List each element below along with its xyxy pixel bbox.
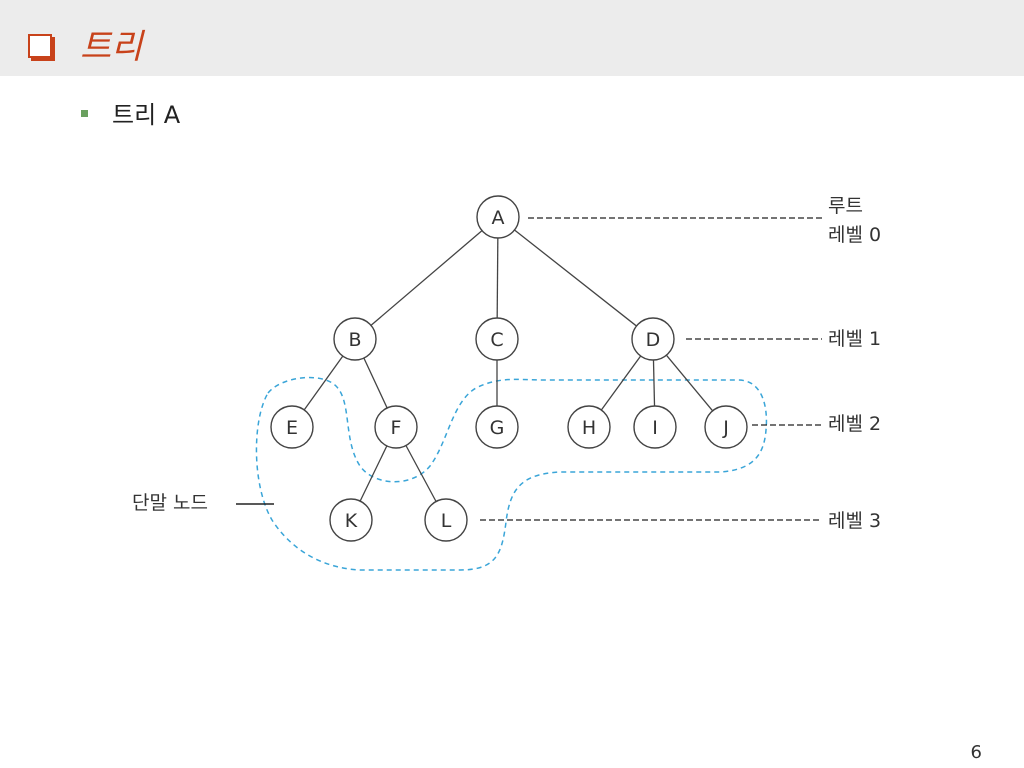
node-circle bbox=[567, 405, 611, 449]
node-label: A bbox=[492, 207, 505, 229]
node-circle bbox=[475, 405, 519, 449]
edge-a-c bbox=[496, 237, 499, 319]
label-level2: 레벨 2 bbox=[828, 413, 881, 435]
tree-node-l: L bbox=[424, 498, 468, 542]
bullet-square-icon bbox=[81, 110, 88, 117]
node-label: I bbox=[652, 417, 658, 439]
node-label: L bbox=[441, 510, 452, 532]
tree-node-e: E bbox=[270, 405, 314, 449]
checkbox-icon bbox=[28, 34, 52, 58]
edge-a-b bbox=[370, 230, 483, 326]
node-circle bbox=[476, 195, 520, 239]
edge-a-d bbox=[514, 229, 637, 327]
terminal-node-outline bbox=[255, 376, 768, 571]
tree-node-a: A bbox=[476, 195, 520, 239]
node-circle bbox=[424, 498, 468, 542]
edge-d-j bbox=[665, 354, 714, 412]
node-label: C bbox=[490, 329, 503, 351]
node-circle bbox=[704, 405, 748, 449]
tree-node-k: K bbox=[329, 498, 373, 542]
node-label: E bbox=[286, 417, 298, 439]
node-circle bbox=[270, 405, 314, 449]
node-label: K bbox=[345, 510, 358, 532]
edge-f-l bbox=[405, 445, 437, 502]
tree-node-g: G bbox=[475, 405, 519, 449]
title-bar: 트리 bbox=[0, 0, 1024, 76]
page-number: 6 bbox=[970, 742, 982, 763]
slide-title: 트리 bbox=[80, 27, 143, 67]
label-root: 루트 bbox=[828, 195, 863, 217]
tree-nodes: A B C D E F G H I J K L bbox=[270, 195, 748, 542]
node-circle bbox=[631, 317, 675, 361]
node-label: D bbox=[646, 329, 661, 351]
node-label: F bbox=[391, 417, 402, 439]
tree-edges bbox=[303, 229, 714, 502]
bullet-text: 트리 A bbox=[112, 101, 181, 129]
node-circle bbox=[374, 405, 418, 449]
tree-node-j: J bbox=[704, 405, 748, 449]
tree-node-c: C bbox=[475, 317, 519, 361]
node-circle bbox=[333, 317, 377, 361]
tree-node-f: F bbox=[374, 405, 418, 449]
label-level3: 레벨 3 bbox=[828, 510, 881, 532]
label-level0: 레벨 0 bbox=[828, 224, 881, 246]
node-label: J bbox=[722, 417, 729, 439]
tree-node-i: I bbox=[633, 405, 677, 449]
node-label: B bbox=[348, 329, 361, 351]
edge-d-h bbox=[600, 355, 642, 411]
tree-node-d: D bbox=[631, 317, 675, 361]
node-circle bbox=[475, 317, 519, 361]
tree-node-h: H bbox=[567, 405, 611, 449]
edge-f-k bbox=[359, 445, 388, 502]
tree-node-b: B bbox=[333, 317, 377, 361]
label-level1: 레벨 1 bbox=[828, 328, 881, 350]
edge-b-f bbox=[363, 357, 388, 409]
label-terminal-node: 단말 노드 bbox=[132, 492, 208, 514]
edge-d-i bbox=[652, 359, 656, 407]
node-label: G bbox=[490, 417, 505, 439]
node-label: H bbox=[582, 417, 596, 439]
node-circle bbox=[633, 405, 677, 449]
node-circle bbox=[329, 498, 373, 542]
edge-b-e bbox=[303, 355, 344, 411]
